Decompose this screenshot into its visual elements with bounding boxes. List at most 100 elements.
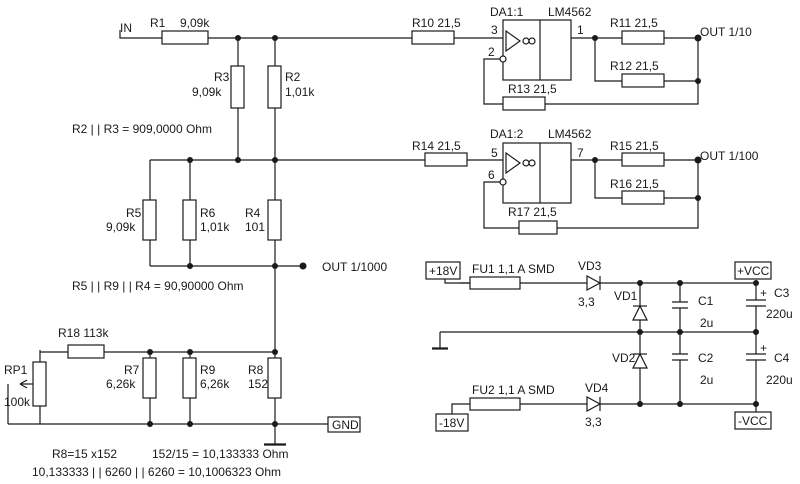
- label-gnd: GND: [332, 418, 359, 432]
- power-supply: [425, 261, 772, 432]
- resistor-r16: [621, 190, 665, 205]
- label-r13: R13 21,5: [508, 82, 557, 96]
- label-r1: R1: [150, 16, 166, 30]
- lower-divider: [7, 344, 361, 446]
- gnd-port: [327, 416, 361, 433]
- label-fu2: FU2 1,1 A SMD: [472, 383, 555, 397]
- label-c2-value: 2u: [700, 373, 713, 387]
- label-r17: R17 21,5: [508, 205, 557, 219]
- label-c1-value: 2u: [700, 316, 713, 330]
- label-vd4: VD4: [585, 381, 609, 395]
- opamp-da1-1: [483, 19, 702, 111]
- resistor-r11: [621, 30, 665, 45]
- label-c1: C1: [698, 294, 714, 308]
- zener-vd3: [586, 274, 602, 292]
- input-divider: [119, 30, 503, 352]
- note-r5-r9-r4: R5 | | R9 | | R4 = 90,90000 Ohm: [72, 279, 244, 293]
- label-pin6: 6: [488, 168, 495, 182]
- label-pin7: 7: [577, 146, 584, 160]
- label-fu1: FU1 1,1 A SMD: [472, 262, 555, 276]
- zener-vd4: [586, 395, 602, 413]
- label-out-10: OUT 1/10: [700, 25, 752, 39]
- resistor-r9: [182, 357, 197, 399]
- diode-vd1: [632, 304, 648, 321]
- label-r14: R14 21,5: [412, 139, 461, 153]
- resistor-r17: [518, 220, 558, 235]
- label-pin1: 1: [577, 23, 584, 37]
- label-vd2: VD2: [612, 351, 636, 365]
- fuse-fu2: [469, 397, 521, 411]
- label-vd3-value: 3,3: [578, 295, 595, 309]
- resistor-r3: [230, 65, 245, 109]
- resistor-r2: [267, 65, 282, 109]
- port-plus-vcc: [734, 261, 772, 280]
- label-c2: C2: [698, 351, 714, 365]
- resistor-r4: [267, 199, 282, 241]
- resistor-r15: [621, 152, 665, 167]
- resistor-r8: [267, 357, 282, 399]
- resistor-r5: [142, 199, 157, 241]
- resistor-r12: [621, 73, 665, 88]
- label-minus18v: -18V: [439, 416, 464, 430]
- label-vd3: VD3: [578, 259, 602, 273]
- label-r7-value: 6,26k: [106, 377, 136, 391]
- label-plus-vcc: +VCC: [737, 264, 770, 278]
- label-r3: R3: [214, 70, 230, 84]
- label-r16: R16 21,5: [610, 177, 659, 191]
- note-r8-calc: 152/15 = 10,133333 Ohm: [152, 447, 288, 461]
- label-r2-value: 1,01k: [285, 85, 315, 99]
- label-c4-plus: +: [760, 341, 767, 355]
- label-da1-2: DA1:2: [490, 127, 524, 141]
- label-c4-value: 220u: [766, 373, 793, 387]
- label-c4: C4: [774, 351, 790, 365]
- note-r-parallel: 10,133333 | | 6260 | | 6260 = 10,1006323…: [32, 465, 281, 479]
- label-pin3: 3: [491, 23, 498, 37]
- label-minus-vcc: -VCC: [738, 414, 768, 428]
- label-pin5: 5: [491, 146, 498, 160]
- resistor-r1: [161, 30, 209, 45]
- label-r8: R8: [248, 363, 264, 377]
- label-in: IN: [120, 21, 132, 35]
- label-r12: R12 21,5: [610, 59, 659, 73]
- resistor-r6: [182, 199, 197, 241]
- resistor-r14: [424, 152, 468, 167]
- potentiometer-rp1: [32, 361, 47, 407]
- label-r6-value: 1,01k: [200, 220, 230, 234]
- resistor-r18: [67, 344, 105, 359]
- label-r10: R10 21,5: [412, 16, 461, 30]
- label-r9-value: 6,26k: [200, 377, 230, 391]
- label-vd1: VD1: [614, 289, 638, 303]
- resistor-r7: [142, 357, 157, 399]
- resistor-r10: [411, 30, 455, 45]
- label-out-100: OUT 1/100: [700, 149, 759, 163]
- label-rp1: RP1: [4, 363, 28, 377]
- label-lm4562-a: LM4562: [548, 5, 592, 19]
- label-r4-value: 101: [245, 220, 265, 234]
- label-da1-1: DA1:1: [490, 5, 524, 19]
- label-r2: R2: [285, 70, 301, 84]
- label-c3-plus: +: [760, 286, 767, 300]
- resistor-r13: [502, 96, 546, 111]
- label-r6: R6: [200, 206, 216, 220]
- label-r5-value: 9,09k: [106, 220, 136, 234]
- label-r7: R7: [124, 363, 140, 377]
- label-r9: R9: [200, 363, 216, 377]
- label-c3-value: 220u: [766, 307, 793, 321]
- note-r8: R8=15 x152: [52, 447, 117, 461]
- label-r15: R15 21,5: [610, 139, 659, 153]
- label-r3-value: 9,09k: [192, 85, 222, 99]
- label-r4: R4: [245, 206, 261, 220]
- label-plus18v: +18V: [429, 264, 457, 278]
- fuse-fu1: [469, 276, 521, 290]
- label-r5: R5: [126, 206, 142, 220]
- label-c3: C3: [774, 286, 790, 300]
- label-pin2: 2: [488, 45, 495, 59]
- port-plus18v: [425, 261, 461, 280]
- label-rp1-value: 100k: [4, 395, 31, 409]
- label-r1-value: 9,09k: [180, 16, 210, 30]
- port-minus-vcc: [734, 411, 772, 430]
- label-r11: R11 21,5: [610, 16, 658, 30]
- label-r18: R18 113k: [58, 326, 109, 340]
- label-vd4-value: 3,3: [585, 415, 602, 429]
